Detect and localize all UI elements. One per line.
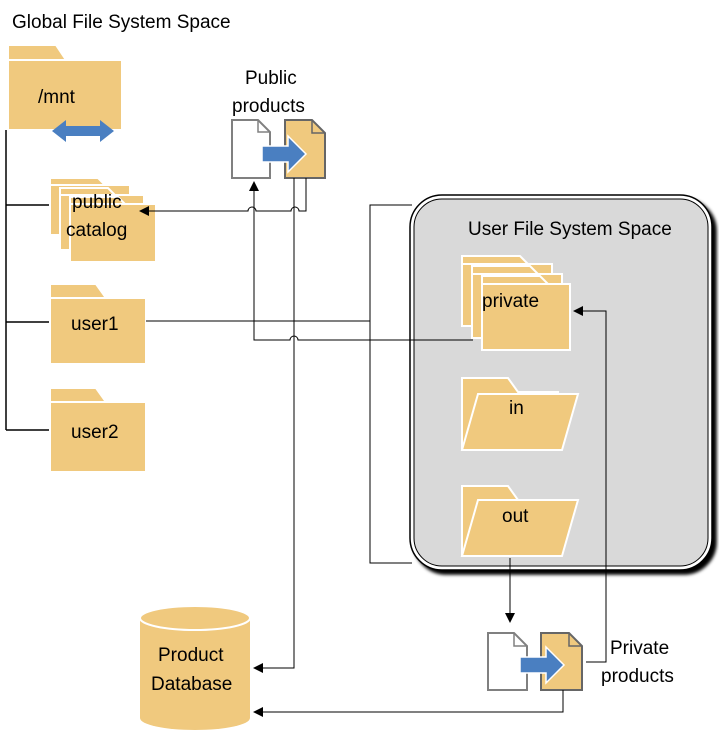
private-products-transfer-arrow-icon — [519, 645, 566, 685]
mnt-folder-icon[interactable] — [7, 44, 123, 131]
double-arrow-icon — [52, 120, 114, 142]
in-folder-icon[interactable] — [460, 377, 580, 451]
product-database-label-line2: Database — [151, 674, 232, 695]
in-folder-label: in — [509, 398, 524, 419]
user-space-title: User File System Space — [468, 219, 672, 240]
private-products-label-line1: Private — [610, 638, 669, 659]
user2-folder-label: user2 — [71, 422, 119, 443]
private-products-label-line2: products — [601, 666, 674, 687]
user2-folder-icon[interactable] — [49, 387, 147, 473]
product-database-icon — [139, 605, 251, 730]
public-catalog-label-line1: public — [72, 192, 122, 213]
public-catalog-folder-icon[interactable] — [49, 177, 157, 263]
product-database-label-line1: Product — [158, 645, 224, 666]
public-catalog-label-line2: catalog — [66, 220, 127, 241]
tree-lines — [5, 130, 50, 431]
connector-lines — [139, 178, 607, 717]
private-folder-icon[interactable] — [461, 255, 571, 351]
out-folder-label: out — [502, 506, 529, 527]
mnt-folder-label: /mnt — [38, 87, 76, 108]
public-products-label-line2: products — [232, 96, 305, 117]
out-folder-icon[interactable] — [460, 485, 580, 557]
public-products-label-line1: Public — [245, 68, 297, 89]
user1-folder-label: user1 — [71, 314, 119, 335]
public-products-transfer-arrow-icon — [261, 134, 308, 174]
global-space-title: Global File System Space — [12, 12, 231, 33]
user1-folder-icon[interactable] — [49, 283, 147, 365]
private-folder-label: private — [482, 291, 539, 312]
